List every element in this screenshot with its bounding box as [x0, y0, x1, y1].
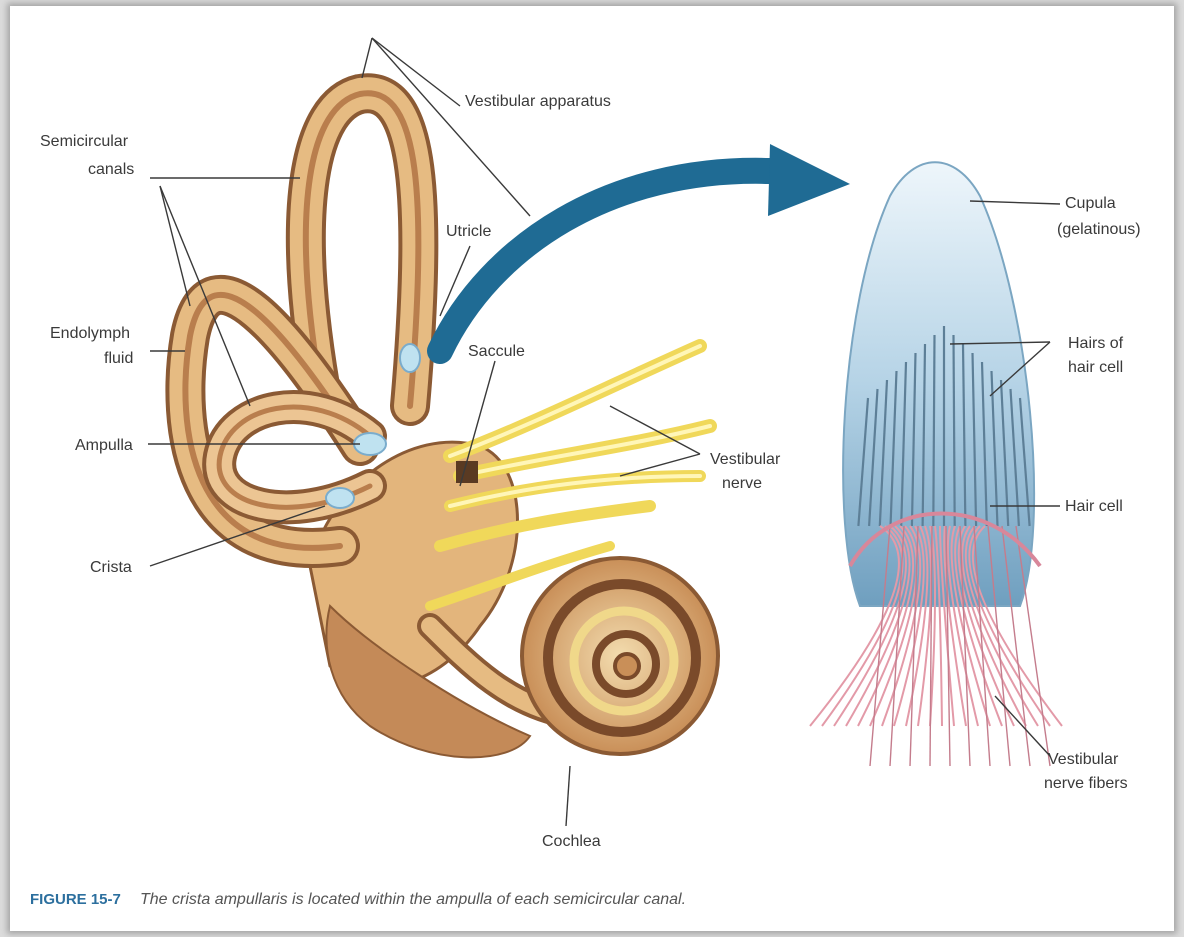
- zoom-arrow: [440, 144, 850, 351]
- inner-ear-diagram: Vestibular apparatus Semicircular canals…: [10, 6, 1174, 931]
- cochlea-shape: [522, 558, 718, 754]
- label-hairs-line2: hair cell: [1068, 359, 1123, 376]
- label-endolymph-line1: Endolymph: [50, 325, 130, 342]
- label-saccule: Saccule: [468, 343, 525, 360]
- label-endolymph-line2: fluid: [104, 350, 133, 367]
- label-semicircular-canals-line1: Semicircular: [40, 133, 129, 150]
- label-vestibular-fibers-line2: nerve fibers: [1044, 775, 1128, 792]
- hair-strand: [954, 335, 955, 526]
- label-vestibular-apparatus: Vestibular apparatus: [465, 93, 611, 110]
- label-cochlea: Cochlea: [542, 833, 601, 850]
- caption-figure-label: FIGURE 15-7: [30, 891, 121, 908]
- label-hair-cell: Hair cell: [1065, 498, 1123, 515]
- caption-text: The crista ampullaris is located within …: [140, 891, 686, 908]
- label-ampulla: Ampulla: [75, 437, 133, 454]
- label-cupula-line1: Cupula: [1065, 195, 1116, 212]
- figure-caption: FIGURE 15-7 The crista ampullaris is loc…: [30, 891, 686, 908]
- label-cupula-line2: (gelatinous): [1057, 221, 1141, 238]
- label-vestibular-nerve-line2: nerve: [722, 475, 762, 492]
- label-vestibular-fibers-line1: Vestibular: [1048, 751, 1119, 768]
- label-vestibular-nerve-line1: Vestibular: [710, 451, 781, 468]
- nerve-fiber-descending: [1016, 526, 1050, 766]
- label-semicircular-canals-line2: canals: [88, 161, 134, 178]
- crista-closeup: [810, 162, 1062, 766]
- label-crista: Crista: [90, 559, 132, 576]
- hair-strand: [933, 335, 934, 526]
- label-hairs-line1: Hairs of: [1068, 335, 1124, 352]
- figure-frame: Vestibular apparatus Semicircular canals…: [10, 6, 1174, 931]
- label-utricle: Utricle: [446, 223, 491, 240]
